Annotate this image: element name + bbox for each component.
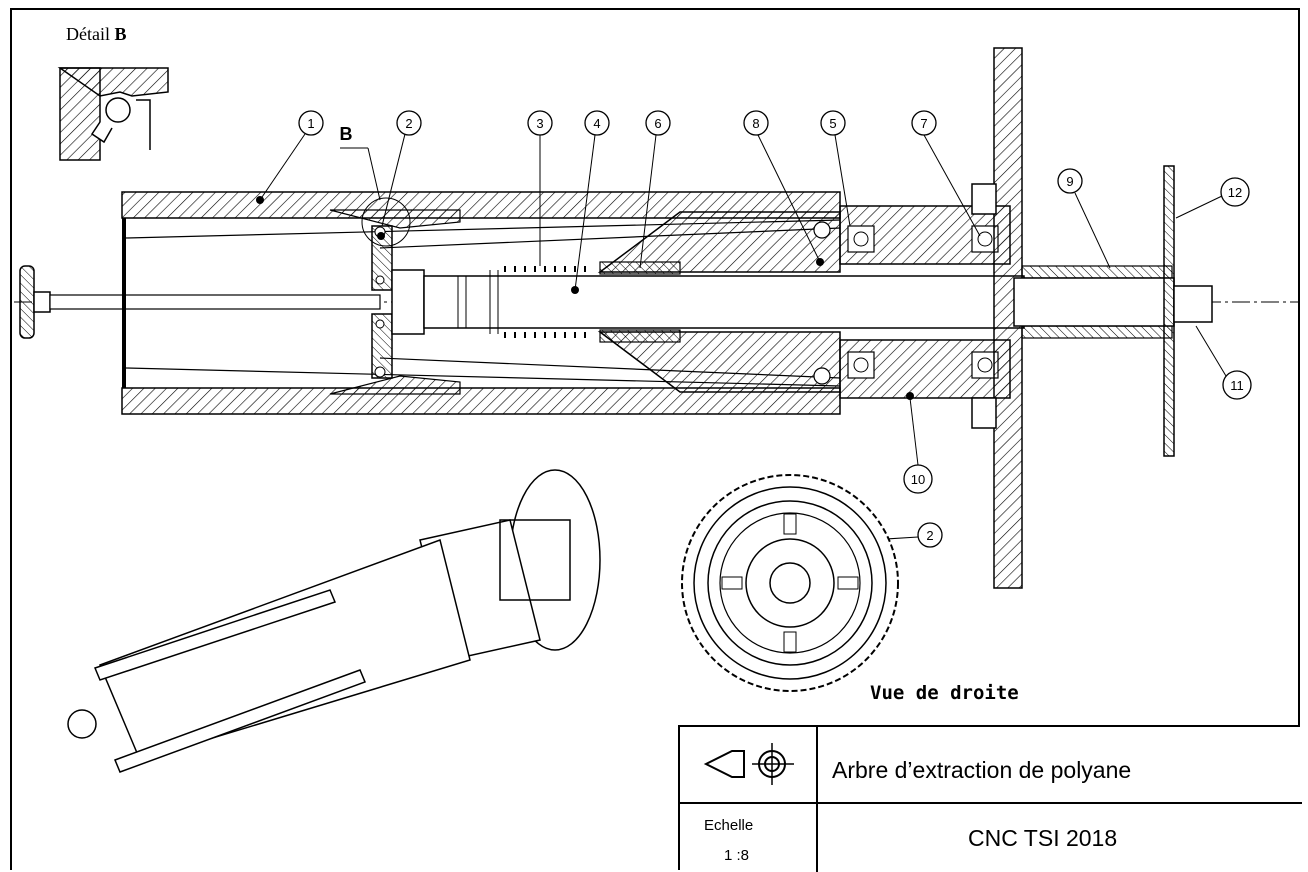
links <box>329 197 461 395</box>
balloon-7: 7 <box>920 116 927 131</box>
title-block: Arbre d’extraction de polyane Echelle 1 … <box>678 725 1302 872</box>
upper-jaw <box>121 191 841 219</box>
bushing-lower <box>599 329 681 343</box>
perspective-view <box>67 469 601 773</box>
drawing-frame <box>10 8 1300 870</box>
scale-value: 1 :8 <box>724 847 750 864</box>
handle-hub <box>33 291 51 313</box>
balloon-5: 5 <box>829 116 836 131</box>
screw-upper <box>971 183 997 215</box>
balloon-right-view-2: 2 <box>926 528 933 543</box>
balloon-1: 1 <box>307 116 314 131</box>
shaft-lower <box>1021 325 1173 339</box>
balloon-4: 4 <box>593 116 600 131</box>
first-angle-projection-icon <box>703 743 794 785</box>
shaft-upper <box>1021 265 1173 279</box>
exam-label: CNC TSI 2018 <box>968 825 1118 851</box>
balloon-8: 8 <box>752 116 759 131</box>
balloon-6: 6 <box>654 116 661 131</box>
scale-label: Echelle <box>704 817 754 834</box>
right-view <box>681 474 899 692</box>
balloon-labels: 1 2 3 4 6 8 5 7 9 12 11 10 2 B <box>307 116 1243 543</box>
balloon-12: 12 <box>1228 185 1242 200</box>
screw-lower <box>971 397 997 429</box>
cone-upper <box>597 211 841 273</box>
title-block-divider-horizontal <box>680 802 1302 804</box>
leader-lines <box>259 133 1227 546</box>
detail-letter: B <box>114 24 127 44</box>
plunger <box>391 269 1025 335</box>
spring <box>504 266 586 338</box>
detail-b-clip <box>90 121 113 144</box>
detail-b-edge <box>136 99 151 150</box>
handle <box>19 265 381 339</box>
detail-b-pin <box>105 97 131 123</box>
balloon-3: 3 <box>536 116 543 131</box>
leader-dots <box>256 196 914 400</box>
jaw-end-left <box>122 218 126 388</box>
hub <box>813 205 1011 399</box>
detail-b-label: Détail B <box>66 24 127 45</box>
sprocket <box>1163 165 1175 457</box>
detail-prefix: Détail <box>66 24 115 44</box>
right-view-label: Vue de droite <box>870 682 1019 704</box>
handle-knob <box>19 265 35 339</box>
balloon-10: 10 <box>911 472 925 487</box>
detail-b-arm <box>57 67 169 97</box>
balloon-9: 9 <box>1066 174 1073 189</box>
balloon-11: 11 <box>1230 378 1244 393</box>
detail-b-view <box>57 67 169 161</box>
balloon-2: 2 <box>405 116 412 131</box>
title-block-divider-vertical <box>816 727 818 872</box>
nut <box>1173 285 1213 323</box>
handle-rod <box>49 294 381 310</box>
drawing-title: Arbre d’extraction de polyane <box>832 757 1132 783</box>
shaft-bore <box>1013 277 1175 327</box>
section-marker-b: B <box>340 124 353 144</box>
